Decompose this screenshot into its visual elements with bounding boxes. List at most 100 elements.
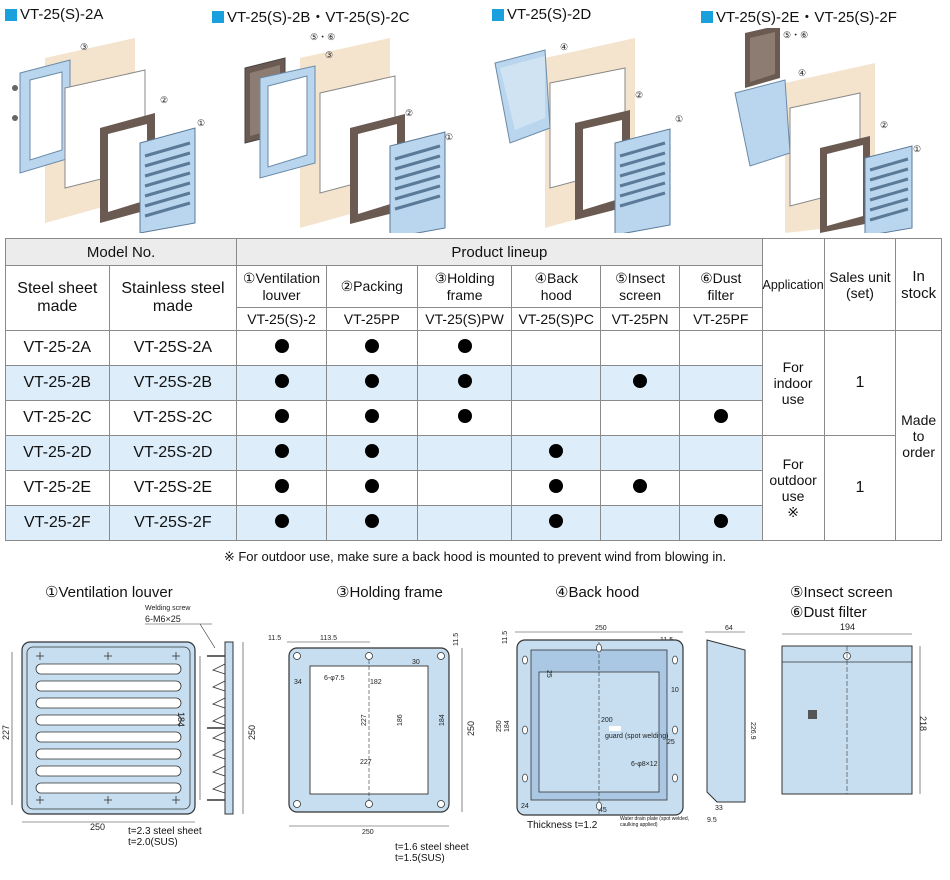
dim-10: 10 (671, 687, 679, 694)
hood-drawing-title: ④Back hood (555, 584, 640, 601)
included-dot-icon (364, 479, 379, 493)
dim-33: 33 (715, 805, 723, 812)
callout-2: ② (160, 95, 168, 105)
availability-cell (236, 330, 327, 366)
assembly-illustration-2e-2f: ⑤・⑥ ④ ② ① (734, 28, 921, 233)
availability-cell (511, 365, 602, 401)
water-drain-note: Water drain plate (spot welded,caulking … (620, 816, 690, 828)
stainless-model: VT-25S-2D (108, 435, 238, 471)
dim-6-phi-8-x-12: 6-φ8×12 (631, 761, 658, 768)
dim-25-top: 25 (545, 670, 552, 678)
callout-4: ④ (798, 68, 806, 78)
guard-label: guard (spot welding) (605, 733, 668, 740)
code-filter: VT-25PF (679, 307, 763, 331)
dim-250-height: 250 (496, 720, 503, 732)
code-packing: VT-25PP (325, 307, 418, 331)
availability-cell (325, 365, 418, 401)
included-dot-icon (364, 339, 379, 353)
availability-cell (679, 365, 763, 401)
included-dot-icon (713, 409, 728, 423)
callout-3: ③ (325, 50, 333, 60)
included-dot-icon (457, 339, 472, 353)
outdoor-use-note: ※ For outdoor use, make sure a back hood… (223, 549, 727, 564)
included-dot-icon (364, 444, 379, 458)
availability-cell (600, 365, 681, 401)
code-hood: VT-25(S)PC (511, 307, 602, 331)
code-screen: VT-25PN (600, 307, 681, 331)
included-dot-icon (274, 374, 289, 388)
code-louver: VT-25(S)-2 (236, 307, 327, 331)
hood-thickness: Thickness t=1.2 (527, 820, 598, 831)
steel-model: VT-25-2B (5, 365, 110, 401)
louver-drawing: Welding screw 6-M6×25 227 1 (1, 605, 257, 832)
dim-250-width: 250 (362, 829, 374, 836)
stainless-model: VT-25S-2C (108, 400, 238, 436)
included-dot-icon (274, 339, 289, 353)
dim-226-9: 226.9 (749, 722, 756, 740)
dim-45: 45 (599, 807, 607, 814)
callout-5-6: ⑤・⑥ (783, 30, 808, 40)
product-lineup-table: Model No. Product lineup Application Sal… (4, 238, 942, 541)
blue-square-icon (492, 8, 504, 21)
callout-5-6: ⑤・⑥ (310, 32, 335, 42)
assembly-title-2b-2c: VT-25(S)-2B・VT-25(S)-2C (212, 6, 410, 27)
filter-drawing-title: ⑥Dust filter (790, 604, 867, 621)
callout-2: ② (880, 120, 888, 130)
availability-cell (236, 365, 327, 401)
included-dot-icon (274, 479, 289, 493)
included-dot-icon (364, 409, 379, 423)
dim-184: 184 (439, 714, 446, 726)
availability-cell (511, 470, 602, 506)
callout-2: ② (405, 108, 413, 118)
steel-model: VT-25-2D (5, 435, 110, 471)
availability-cell (416, 435, 513, 471)
callout-1: ① (445, 132, 453, 142)
back-hood-drawing: 250 11.5 11.5 25 184 250 200 10 25 6-φ8×… (496, 625, 756, 824)
holding-frame-drawing: 11.5 113.5 11.5 6-φ7.5 182 30 34 227 186… (268, 633, 476, 836)
blue-square-icon (212, 10, 224, 23)
stainless-model: VT-25S-2F (108, 505, 238, 541)
table-row: VT-25-2C VT-25S-2C (5, 400, 942, 436)
availability-cell (325, 470, 418, 506)
dim-30: 30 (412, 659, 420, 666)
screen-drawing-title: ⑤Insect screen (790, 584, 893, 601)
callout-1: ① (197, 118, 205, 128)
dim-227: 227 (1, 725, 11, 740)
steel-model: VT-25-2C (5, 400, 110, 436)
dim-25-right: 25 (667, 739, 675, 746)
table-row: VT-25-2E VT-25S-2E (5, 470, 942, 506)
stainless-model: VT-25S-2A (108, 330, 238, 366)
welding-screw-label: Welding screw (145, 605, 191, 612)
availability-cell (325, 435, 418, 471)
louver-drawing-title: ①Ventilation louver (45, 584, 173, 601)
included-dot-icon (274, 514, 289, 528)
included-dot-icon (549, 479, 564, 493)
louver-side-view (224, 641, 234, 815)
availability-cell (236, 400, 327, 436)
dim-194: 194 (840, 622, 855, 632)
dim-64: 64 (725, 625, 733, 632)
blue-square-icon (5, 8, 17, 21)
mesh-sample (808, 710, 817, 719)
included-dot-icon (274, 409, 289, 423)
assembly-title-2a: VT-25(S)-2A (5, 6, 103, 23)
screen-filter-drawing: 194 218 (781, 622, 928, 795)
included-dot-icon (364, 514, 379, 528)
included-dot-icon (457, 409, 472, 423)
assembly-title-2e-2f: VT-25(S)-2E・VT-25(S)-2F (701, 6, 897, 27)
availability-cell (600, 470, 681, 506)
dim-24: 24 (521, 803, 529, 810)
availability-cell (511, 330, 602, 366)
model-no-header: Model No. (4, 238, 238, 266)
availability-cell (416, 470, 513, 506)
availability-cell (325, 505, 418, 541)
